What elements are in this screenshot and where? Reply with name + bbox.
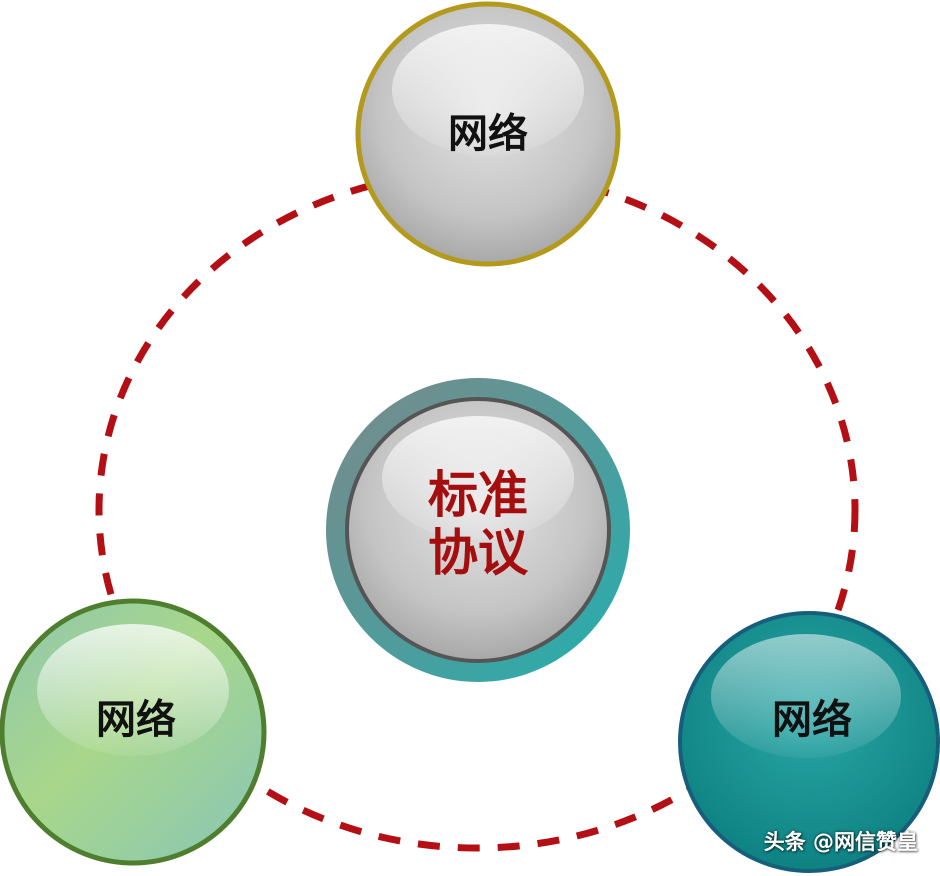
node-bottom-right — [678, 611, 940, 873]
watermark: 头条 @网信赞皇 — [763, 830, 918, 854]
node-top — [355, 1, 621, 267]
center-node — [326, 378, 630, 682]
node-bottom-left — [0, 598, 267, 866]
